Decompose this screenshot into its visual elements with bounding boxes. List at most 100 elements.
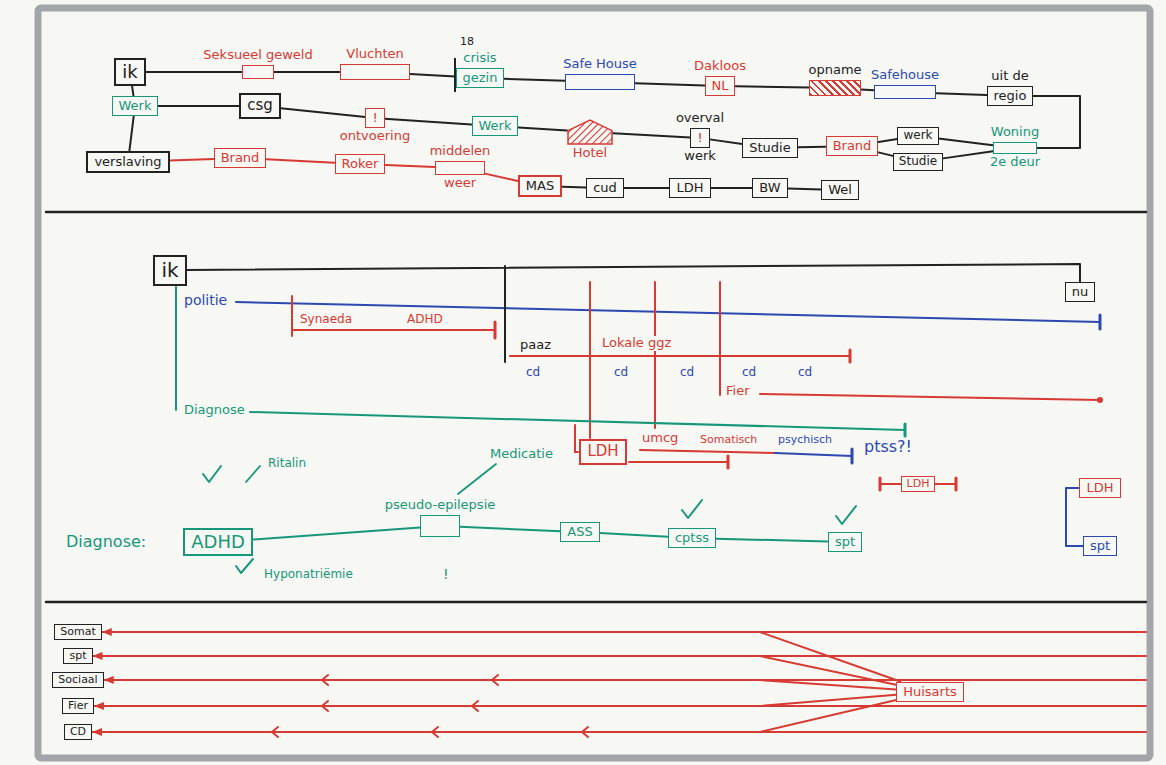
box-outline [565, 74, 635, 90]
connector-line [253, 527, 420, 539]
connector-line [129, 116, 133, 150]
care-timeline-line [727, 456, 730, 468]
box-outline: CD [64, 724, 92, 741]
timeline-node: crisisgezin [456, 51, 505, 89]
connector-line [92, 700, 896, 732]
box-text: Sociaal [58, 674, 97, 687]
timeline-node: MAS [518, 175, 562, 198]
box-text: NL [712, 79, 729, 94]
annotation-text: ADHD [405, 313, 445, 327]
box-caption: Safehouse [869, 68, 941, 83]
connector-line [788, 188, 821, 191]
box-outline [242, 65, 274, 79]
timeline-node: Safe House [561, 57, 639, 90]
box-outline: LDH [669, 178, 710, 199]
connector-line [132, 86, 133, 95]
box-outline: Werk [112, 96, 159, 117]
box-outline: Werk [472, 116, 519, 137]
timeline-node: Brand [214, 148, 267, 169]
whiteboard-frame [38, 8, 1150, 758]
box-outline: Somat [54, 624, 101, 641]
box-caption: Vluchten [344, 47, 405, 62]
timeline-node: overval!werk [674, 111, 726, 165]
box-caption: werk [682, 149, 718, 164]
box-text: Huisarts [903, 685, 957, 700]
care-timeline-line [654, 282, 656, 428]
box-text: verslaving [94, 155, 161, 170]
connector-line [187, 264, 1080, 282]
timeline-node: spt [828, 532, 862, 553]
box-outline [420, 515, 460, 537]
connector-line [710, 139, 743, 144]
box-outline [874, 85, 936, 99]
connector-line [104, 680, 897, 690]
box-outline: ! [690, 128, 709, 149]
connector-line [711, 187, 753, 189]
connector-line [281, 108, 366, 117]
timeline-node: LDH [579, 439, 626, 464]
timeline-node: Roker [335, 154, 386, 175]
box-text: ASS [567, 525, 592, 540]
section-divider [46, 211, 1146, 214]
box-text: Wel [828, 183, 852, 198]
leader-line [458, 464, 496, 494]
annotation-text: ! [441, 566, 451, 582]
box-outline: LDH [579, 439, 626, 464]
box-text: ik [122, 62, 137, 83]
timeline-node: BW [752, 178, 787, 199]
house-outline [568, 120, 612, 144]
box-text: regio [994, 89, 1027, 104]
box-text: cud [593, 181, 617, 196]
check-mark [836, 506, 856, 524]
box-outline: ik [114, 58, 145, 87]
box-caption: uit de [989, 69, 1030, 84]
annotation-text: Ritalin [266, 457, 308, 471]
timeline-node: Brand [826, 136, 879, 157]
house-outline [567, 119, 613, 145]
box-outline: Sociaal [52, 672, 103, 689]
annotation-text: cd [678, 366, 696, 380]
box-outline: ASS [560, 522, 599, 543]
referral-line [760, 705, 1146, 707]
timeline-node: LDH [1079, 478, 1120, 499]
care-timeline-line [292, 329, 495, 331]
timeline-node: ik [114, 58, 145, 87]
whiteboard-frame [38, 8, 1150, 758]
connector-line [613, 133, 690, 137]
annotation-text: Hyponatriëmie [262, 568, 355, 582]
annotation-text: cd [612, 366, 630, 380]
box-caption: pseudo-epilepsie [383, 498, 498, 513]
care-timeline-line [176, 266, 1103, 490]
connector-line [266, 159, 334, 162]
care-timeline-line [504, 266, 506, 362]
care-timeline-line [236, 302, 1100, 322]
care-timeline-line [879, 478, 882, 490]
care-timeline-line [849, 350, 852, 362]
box-text: BW [759, 181, 780, 196]
care-timeline-line [175, 287, 177, 410]
box-text: werk [903, 129, 932, 143]
box-text: spt [1090, 539, 1110, 554]
box-text: ! [372, 111, 377, 126]
connector-line [460, 527, 560, 531]
box-caption: opname [806, 63, 863, 78]
box-text: LDH [676, 181, 703, 196]
box-text: Somat [60, 626, 95, 639]
check-mark [682, 500, 702, 518]
timeline-node: cud [586, 178, 624, 199]
timeline-node: Fier [62, 698, 94, 715]
box-outline: verslaving [86, 151, 169, 174]
box-text: LDH [907, 478, 930, 491]
connector-line [624, 187, 670, 189]
box-text: CD [70, 726, 86, 739]
timeline-node: Safehouse [869, 68, 941, 99]
timeline-node: ADHD [183, 528, 253, 557]
care-timeline-line [760, 394, 1100, 400]
box-outline: gezin [456, 68, 505, 89]
care-timeline-line [640, 450, 775, 453]
connector-line [939, 139, 993, 146]
box-outline: spt [828, 532, 862, 553]
connector-line [600, 533, 668, 537]
